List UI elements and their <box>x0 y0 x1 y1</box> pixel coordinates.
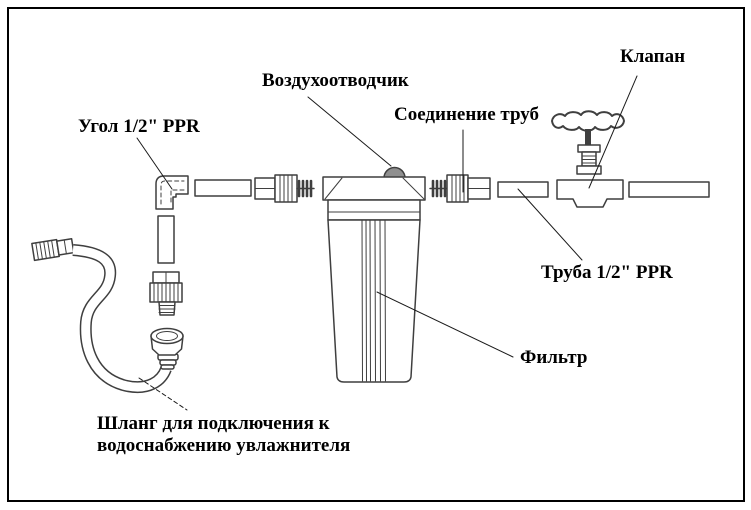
valve-handle <box>551 110 625 132</box>
leader-filter <box>376 291 514 358</box>
hose-union-fitting <box>149 271 183 316</box>
label-air-vent: Воздухоотводчик <box>262 70 409 91</box>
leader-pipe <box>517 188 583 261</box>
label-elbow: Угол 1/2" PPR <box>78 116 200 137</box>
pipe-connector-right <box>429 174 491 203</box>
hose-nut-fitting <box>150 327 184 370</box>
supply-hose <box>31 238 184 393</box>
valve <box>551 110 625 208</box>
hose-male-fitting <box>31 238 75 262</box>
valve-body <box>556 179 624 208</box>
label-pipe: Труба 1/2" PPR <box>541 262 673 283</box>
pipe-segment-right <box>628 181 710 198</box>
pipe-connector-left <box>254 174 315 203</box>
pipe-segment-vertical <box>157 215 175 264</box>
label-hose-line2: водоснабжению увлажнителя <box>97 435 351 456</box>
leader-lines <box>136 75 638 411</box>
leader-valve <box>588 75 638 189</box>
leader-air-vent <box>307 96 392 167</box>
filter-ribs <box>361 219 386 382</box>
label-hose: Шланг для подключения к водоснабжению ув… <box>97 413 350 457</box>
filter-housing <box>322 166 426 383</box>
label-filter: Фильтр <box>520 347 588 368</box>
label-hose-line1: Шланг для подключения к <box>97 413 330 434</box>
label-pipe-connection: Соединение труб <box>394 104 540 125</box>
leader-elbow <box>136 137 173 190</box>
leader-hose <box>138 377 188 411</box>
pipe-segment-middle <box>497 181 549 198</box>
pipe-segment-left <box>194 179 252 197</box>
label-valve: Клапан <box>620 46 686 67</box>
valve-stem <box>585 129 591 146</box>
elbow-fitting <box>155 175 189 210</box>
frame-border <box>7 7 745 502</box>
